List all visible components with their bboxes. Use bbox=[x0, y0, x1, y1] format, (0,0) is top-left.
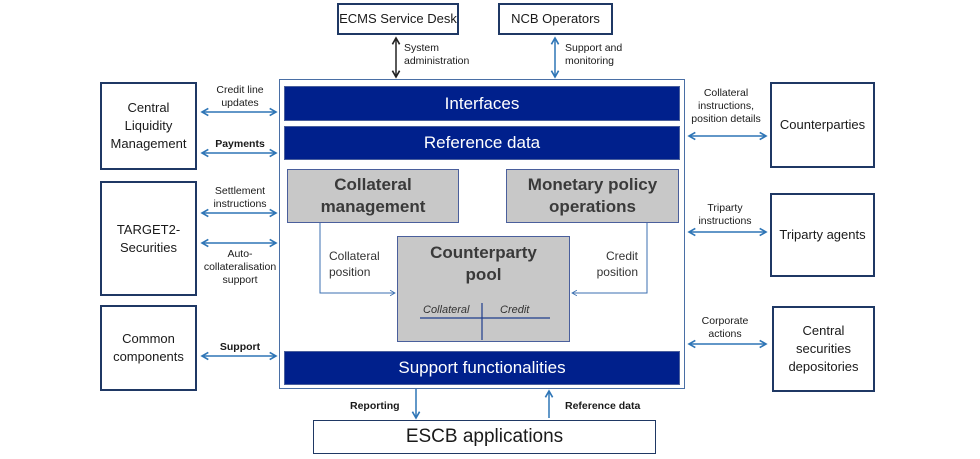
pool-credit-label: Credit bbox=[500, 304, 530, 316]
corporate-actions-label: Corporate actions bbox=[701, 315, 749, 340]
collateral-management-label: Collateral management bbox=[320, 175, 426, 216]
triparty-agents-box: Triparty agents bbox=[770, 193, 875, 277]
reporting-label: Reporting bbox=[350, 400, 400, 412]
support-functionalities-bar: Support functionalities bbox=[284, 351, 680, 385]
triparty-instructions-label: Triparty instructions bbox=[698, 202, 752, 227]
reference-data-bar: Reference data bbox=[284, 126, 680, 160]
triparty-agents-label: Triparty agents bbox=[779, 227, 866, 242]
csd-box: Central securities depositories bbox=[772, 306, 875, 392]
ecms-service-desk-box: ECMS Service Desk bbox=[337, 3, 459, 35]
reference-data-flow-label: Reference data bbox=[565, 400, 641, 412]
credit-line-label: Credit line updates bbox=[216, 84, 264, 109]
csd-label: Central securities depositories bbox=[788, 323, 859, 374]
monetary-policy-module: Monetary policy operations bbox=[506, 169, 679, 223]
pool-collateral-label: Collateral bbox=[423, 304, 470, 316]
ncb-operators-box: NCB Operators bbox=[498, 3, 613, 35]
reference-data-label: Reference data bbox=[423, 133, 541, 152]
support-label: Support bbox=[219, 341, 261, 353]
clm-box: Central Liquidity Management bbox=[100, 82, 197, 170]
escb-applications-label: ESCB applications bbox=[405, 426, 564, 447]
t2s-box: TARGET2-Securities bbox=[100, 181, 197, 296]
common-components-box: Common components bbox=[100, 305, 197, 391]
interfaces-bar: Interfaces bbox=[284, 86, 680, 121]
clm-label: Central Liquidity Management bbox=[110, 100, 187, 151]
common-components-label: Common components bbox=[113, 331, 184, 364]
ncb-operators-label: NCB Operators bbox=[511, 11, 600, 26]
coll-instructions-label: Collateral instructions, position detail… bbox=[691, 87, 761, 125]
counterparties-label: Counterparties bbox=[779, 117, 866, 132]
t2s-label: TARGET2-Securities bbox=[116, 221, 181, 255]
counterparties-box: Counterparties bbox=[770, 82, 875, 168]
escb-applications-box: ESCB applications bbox=[313, 420, 656, 454]
collateral-position-label: Collateral position bbox=[329, 249, 380, 279]
ecms-service-desk-label: ECMS Service Desk bbox=[339, 11, 457, 26]
payments-label: Payments bbox=[215, 138, 265, 150]
support-functionalities-label: Support functionalities bbox=[398, 358, 566, 377]
collateral-management-module: Collateral management bbox=[287, 169, 459, 223]
counterparty-pool-module: Counterparty pool bbox=[397, 236, 570, 342]
auto-coll-label: Auto-collateralisation support bbox=[203, 248, 277, 286]
settlement-label: Settlement instructions bbox=[213, 185, 267, 210]
credit-position-label: Credit position bbox=[596, 249, 638, 279]
counterparty-pool-label: Counterparty pool bbox=[430, 243, 537, 284]
interfaces-label: Interfaces bbox=[444, 93, 520, 113]
monetary-policy-label: Monetary policy operations bbox=[527, 175, 658, 216]
